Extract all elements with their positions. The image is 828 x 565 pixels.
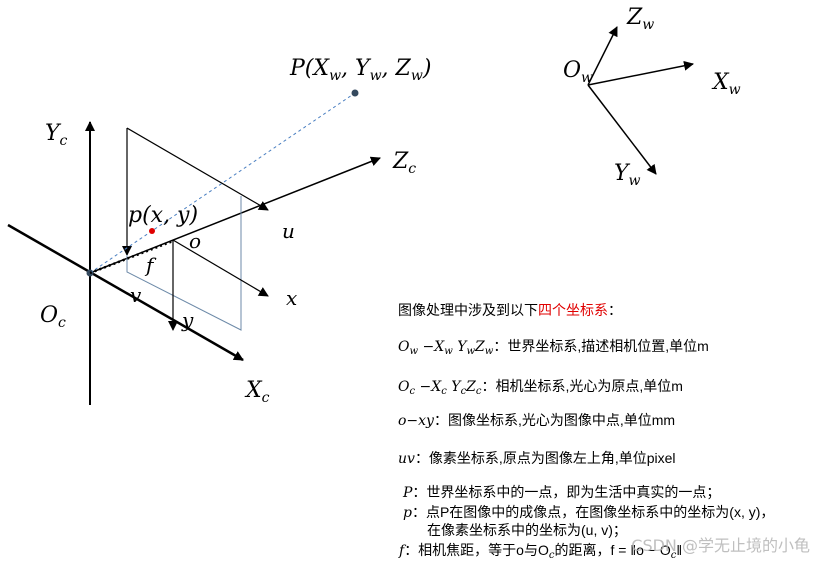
watermark: CSDN @学无止境的小龟 <box>631 536 810 555</box>
image-system-note: o−xy：图像坐标系,光心为图像中点,单位mm <box>398 412 676 429</box>
camera-system-note: Oc −Xc YcZc：相机坐标系,光心为原点,单位m <box>398 378 683 397</box>
yc-label: Yc <box>45 121 68 149</box>
zw-axis <box>587 26 618 86</box>
image-plane-top <box>126 127 269 211</box>
four-systems-highlight: 四个坐标系 <box>538 302 608 318</box>
xc-label: Xc <box>244 378 270 406</box>
image-point-note: p：点P在图像中的成像点，在图像坐标系中的坐标为(x, y)， <box>403 504 775 521</box>
intro-note: 图像处理中涉及到以下四个坐标系： <box>398 302 622 318</box>
v-label: v <box>130 283 142 307</box>
image-point-label: p(x, y) <box>128 203 198 228</box>
xw-label: Xw <box>711 70 741 98</box>
world-point-label: P(Xw, Yw, Zw) <box>289 56 431 84</box>
xc-axis <box>7 223 244 362</box>
y-label: y <box>181 308 194 332</box>
xw-axis <box>587 60 694 86</box>
projection-ray <box>89 92 356 274</box>
zw-label: Zw <box>626 5 654 33</box>
focal-note: f：相机焦距，等于o与Oc的距离，f = ‖o − Oc‖ <box>399 542 683 561</box>
zc-label: Zc <box>392 149 416 177</box>
pixel-system-note: uv：像素坐标系,原点为图像左上角,单位pixel <box>398 450 676 467</box>
ow-label: Ow <box>563 58 593 86</box>
world-system-note: Ow −Xw YwZw：世界坐标系,描述相机位置,单位m <box>398 338 709 357</box>
oc-label: Oc <box>40 303 66 331</box>
image-point-note-cont: 在像素坐标系中的坐标为(u, v)； <box>427 522 627 538</box>
image-x-axis <box>172 239 269 297</box>
u-label: u <box>282 219 295 243</box>
image-plane-border <box>126 196 242 331</box>
image-point-dot <box>149 228 155 234</box>
yw-axis <box>587 84 657 175</box>
yw-label: Yw <box>614 161 641 189</box>
x-label: x <box>286 286 297 310</box>
focal-label: f <box>144 253 157 277</box>
world-point-dot <box>351 89 359 97</box>
image-origin-label: o <box>189 229 201 253</box>
world-point-note: P：世界坐标系中的一点，即为生活中真实的一点； <box>403 484 721 501</box>
